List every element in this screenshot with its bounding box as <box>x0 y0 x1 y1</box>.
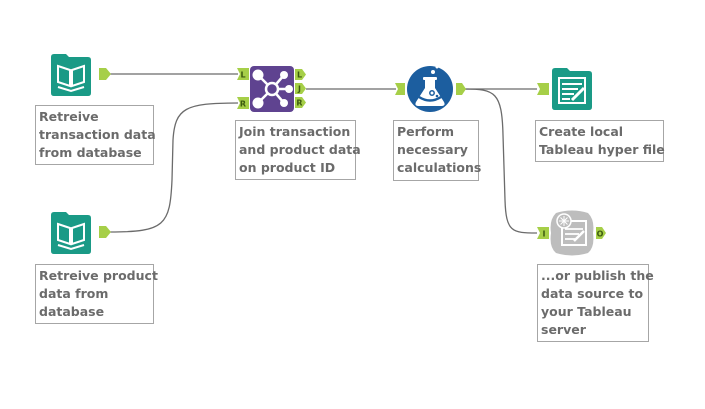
tool-formula[interactable] <box>395 65 466 113</box>
annotation-line: server <box>541 322 586 337</box>
anchor-label-output-left: L <box>297 71 302 80</box>
output-anchor-left[interactable] <box>295 69 306 80</box>
anchor-label-input-left: L <box>240 71 245 80</box>
connection-products-to-join-right[interactable] <box>109 102 239 233</box>
annotation-formula[interactable]: Perform necessary calculations <box>393 120 482 181</box>
annotation-line: and product data <box>239 142 361 157</box>
annotation-line: calculations <box>397 160 482 175</box>
output-anchor[interactable] <box>456 83 466 95</box>
annotation-line: Create local <box>539 124 624 139</box>
tool-input-products[interactable] <box>51 212 111 254</box>
flask-icon <box>407 65 453 112</box>
tool-output-hyper[interactable] <box>537 68 592 110</box>
annotation-line: on product ID <box>239 160 336 175</box>
tool-publish-tableau[interactable]: I O <box>537 210 606 256</box>
tool-input-transactions[interactable] <box>51 54 111 96</box>
anchor-label-input-right: R <box>240 100 246 109</box>
annotation-line: data source to <box>541 286 644 301</box>
annotation-publish-tableau[interactable]: ...or publish the data source to your Ta… <box>537 264 654 342</box>
connections <box>109 73 538 234</box>
annotation-line: Join transaction <box>239 124 351 139</box>
publish-server-icon <box>550 210 594 256</box>
annotation-line: Retreive product <box>39 268 158 283</box>
book-icon <box>51 212 91 254</box>
annotation-line: Perform <box>397 124 455 139</box>
notepad-icon <box>552 68 592 110</box>
output-anchor[interactable] <box>99 226 111 238</box>
annotation-line: your Tableau <box>541 304 632 319</box>
annotation-line: Tableau hyper file <box>539 142 665 157</box>
input-anchor[interactable] <box>537 83 549 95</box>
output-anchor-join[interactable] <box>295 83 306 94</box>
annotation-input-transactions[interactable]: Retreive transaction data from database <box>35 105 156 165</box>
input-anchor-right[interactable] <box>237 97 249 109</box>
join-hub-icon <box>250 66 294 112</box>
anchor-label-output: O <box>597 230 604 239</box>
output-anchor[interactable] <box>99 68 111 80</box>
connection-formula-to-publish[interactable] <box>463 88 538 234</box>
annotation-line: from database <box>39 145 142 160</box>
input-anchor-left[interactable] <box>237 68 249 80</box>
input-anchor[interactable] <box>537 227 549 239</box>
annotation-line: data from <box>39 286 109 301</box>
annotation-line: ...or publish the <box>541 268 654 283</box>
annotation-line: Retreive <box>39 109 99 124</box>
annotation-input-products[interactable]: Retreive product data from database <box>35 264 158 324</box>
output-anchor[interactable] <box>596 227 606 239</box>
annotation-line: database <box>39 304 105 319</box>
input-anchor[interactable] <box>395 83 405 95</box>
book-icon <box>51 54 91 96</box>
anchor-label-output-join: J <box>297 85 301 94</box>
anchor-label-input: I <box>543 230 546 239</box>
anchor-label-output-right: R <box>296 99 302 108</box>
output-anchor-right[interactable] <box>295 97 306 108</box>
annotation-line: necessary <box>397 142 468 157</box>
tool-join[interactable]: L R L J R <box>237 66 306 112</box>
annotation-output-hyper[interactable]: Create local Tableau hyper file <box>535 120 665 162</box>
annotation-line: transaction data <box>39 127 156 142</box>
annotation-join[interactable]: Join transaction and product data on pro… <box>235 120 361 180</box>
